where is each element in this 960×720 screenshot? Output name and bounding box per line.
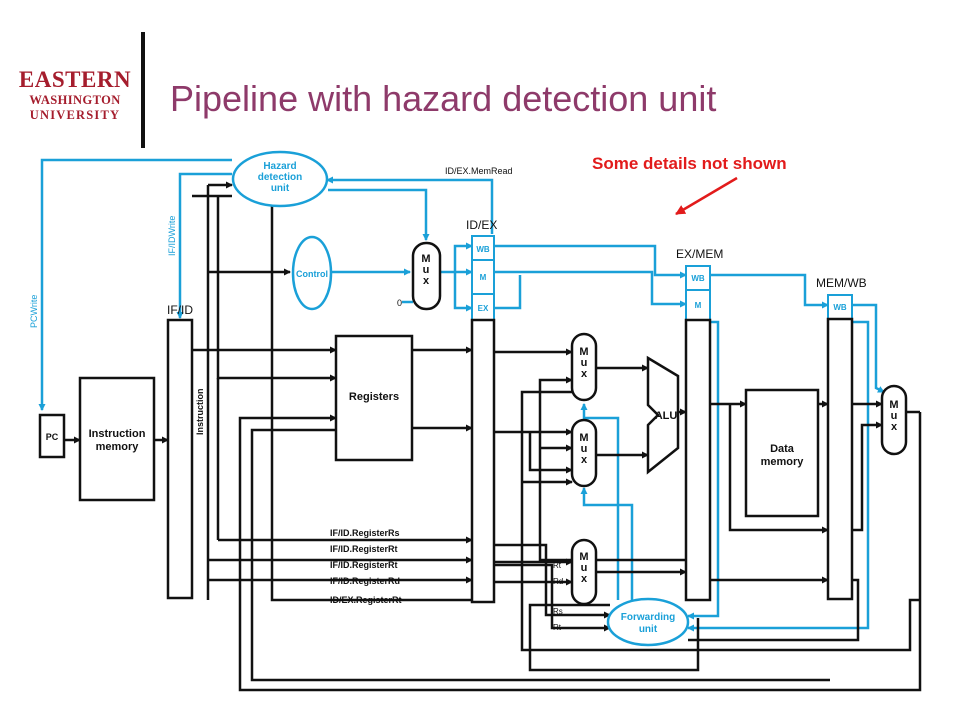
reg-dst-mux bbox=[570, 538, 598, 606]
zero-input-label: 0 bbox=[397, 298, 402, 308]
logo-line-1: EASTERN bbox=[18, 67, 132, 92]
slide-title: Pipeline with hazard detection unit bbox=[170, 78, 717, 119]
instruction-memory bbox=[78, 376, 156, 502]
ex-mem-label: EX/MEM bbox=[676, 247, 723, 261]
pc-write-signal-label: PCWrite bbox=[29, 295, 39, 328]
if-id-label: IF/ID bbox=[167, 303, 193, 317]
memread-signal-label: ID/EX.MemRead bbox=[445, 166, 513, 176]
control-unit-shape bbox=[291, 235, 333, 311]
rd-input-label: Rd bbox=[553, 577, 563, 586]
mem-wb-wb-label: WB bbox=[833, 303, 847, 312]
ex-mem-m-label: M bbox=[695, 301, 702, 310]
id-ex-label: ID/EX bbox=[466, 218, 497, 232]
logo-line-3: UNIVERSITY bbox=[29, 107, 121, 122]
reg-field-label-2: IF/ID.RegisterRt bbox=[330, 544, 398, 554]
control-unit-label: Control bbox=[296, 269, 328, 279]
forward-a-mux bbox=[570, 332, 598, 402]
forward-b-mux bbox=[570, 418, 598, 488]
mem-wb-register bbox=[826, 317, 854, 601]
datapath-wires bbox=[64, 181, 922, 692]
ex-mem-m-field bbox=[685, 289, 711, 321]
id-ex-wb-label: WB bbox=[476, 245, 490, 254]
header-divider bbox=[141, 32, 145, 148]
control-mux bbox=[411, 241, 442, 311]
logo-line-2: WASHINGTON bbox=[29, 93, 121, 107]
ex-mem-wb-field bbox=[685, 265, 711, 291]
reg-field-label-5: ID/EX.RegisterRt bbox=[330, 595, 402, 605]
alu-label: ALU bbox=[655, 410, 678, 422]
ex-mem-register bbox=[684, 318, 712, 602]
pc-register bbox=[38, 413, 66, 459]
rs-forward-label: Rs bbox=[553, 607, 563, 616]
register-file-label: Registers bbox=[349, 391, 399, 403]
rt-input-label: Rt bbox=[553, 561, 562, 570]
id-ex-m-label: M bbox=[480, 273, 487, 282]
instruction-label: Instruction bbox=[195, 389, 205, 436]
annotation-arrow bbox=[675, 176, 738, 216]
reg-field-label-4: IF/ID.RegisterRd bbox=[330, 576, 400, 586]
rt-forward-label: Rt bbox=[553, 623, 562, 632]
pc-label: PC bbox=[46, 432, 59, 442]
mem-wb-label: MEM/WB bbox=[816, 276, 867, 290]
if-id-register bbox=[166, 318, 194, 600]
annotation-note: Some details not shown bbox=[592, 154, 787, 173]
reg-field-label-1: IF/ID.RegisterRs bbox=[330, 528, 400, 538]
data-memory bbox=[744, 388, 820, 518]
ifid-write-signal-label: IF/IDWrite bbox=[167, 216, 177, 256]
ex-mem-wb-label: WB bbox=[691, 274, 705, 283]
register-file bbox=[334, 334, 414, 462]
university-logo: EASTERN WASHINGTON UNIVERSITY bbox=[16, 68, 134, 121]
alu bbox=[646, 355, 680, 475]
id-ex-ex-label: EX bbox=[478, 304, 489, 313]
writeback-mux bbox=[880, 384, 908, 456]
id-ex-register bbox=[470, 318, 496, 604]
reg-field-label-3: IF/ID.RegisterRt bbox=[330, 560, 398, 570]
forwarding-unit-shape bbox=[606, 597, 690, 647]
control-wires bbox=[38, 158, 885, 632]
hazard-unit-shape bbox=[231, 150, 329, 208]
